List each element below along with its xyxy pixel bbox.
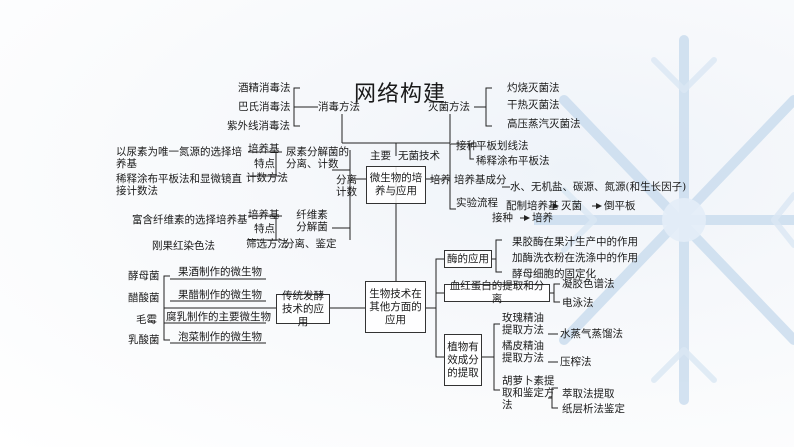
disinfection-item: 紫外线消毒法 xyxy=(227,120,290,132)
organism-label: 酵母菌 xyxy=(128,270,160,282)
urea-bacteria-text: 尿素分解菌的分离、计数 xyxy=(286,146,349,170)
enzyme-item: 酵母细胞的固定化 xyxy=(512,268,596,280)
sep-count-label: 分离计数 xyxy=(336,174,357,198)
spread-method: 稀释涂布平板法 xyxy=(476,155,550,167)
aseptic-tech-label: 无菌技术 xyxy=(398,150,440,162)
plant-extraction-box: 植物有效成分的提取 xyxy=(444,334,482,386)
carotene-label: 胡萝卜素提取和鉴定方法 xyxy=(502,375,555,411)
organism-label: 醋酸菌 xyxy=(128,292,160,304)
enzyme-item: 果胶酶在果汁生产中的作用 xyxy=(512,236,638,248)
medium-label: 培养基 xyxy=(248,143,280,155)
carotene-method: 纸层析法鉴定 xyxy=(562,403,625,415)
streak-method: 平板划线法 xyxy=(476,140,529,152)
orange-oil-label: 橘皮精油提取方法 xyxy=(502,340,544,364)
sep-identify-text: 分离、鉴定 xyxy=(284,238,337,250)
inoculate-label: 接种 xyxy=(456,140,477,152)
rose-oil-method: 水蒸气蒸馏法 xyxy=(560,328,623,340)
carotene-method: 萃取法提取 xyxy=(562,388,615,400)
screen-method-label: 筛选方法 xyxy=(246,238,288,250)
medium-components: 水、无机盐、碳源、氮源(和生长因子) xyxy=(510,181,687,193)
sterilization-item: 干热灭菌法 xyxy=(507,99,560,111)
urea-medium-text: 以尿素为唯一氮源的选择培养基 xyxy=(116,146,242,170)
product-label: 果酒制作的微生物 xyxy=(178,266,262,278)
cellulose-bacteria-text: 纤维素分解菌 xyxy=(296,209,328,233)
flow-step: 配制培养基 xyxy=(506,200,559,212)
congo-red-text: 刚果红染色法 xyxy=(152,240,215,252)
sterilization-label: 灭菌方法 xyxy=(428,101,470,113)
orange-oil-method: 压榨法 xyxy=(560,356,592,368)
page-title: 网络构建 xyxy=(354,82,447,107)
product-label: 泡菜制作的微生物 xyxy=(178,331,262,343)
organism-label: 毛霉 xyxy=(136,314,157,326)
flow-step: 接种 xyxy=(492,212,513,224)
organism-label: 乳酸菌 xyxy=(128,334,160,346)
dilution-count-text: 稀释涂布平板法和显微镜直接计数法 xyxy=(116,173,242,197)
feature-label: 特点 xyxy=(254,158,275,170)
flow-step: 灭菌 xyxy=(561,200,582,212)
cellulose-medium-text: 富含纤维素的选择培养基 xyxy=(132,214,248,226)
rose-oil-label: 玫瑰精油提取方法 xyxy=(502,312,544,336)
feature-label: 特点 xyxy=(254,223,275,235)
disinfection-item: 巴氏消毒法 xyxy=(238,101,291,113)
disinfection-label: 消毒方法 xyxy=(318,101,360,113)
procedure-label: 实验流程 xyxy=(456,197,498,209)
enzyme-item: 加酶洗衣粉在洗涤中的作用 xyxy=(512,252,638,264)
hemoglobin-item: 电泳法 xyxy=(562,297,594,309)
main-label: 主要 xyxy=(370,150,391,162)
product-label: 果醋制作的微生物 xyxy=(178,289,262,301)
flow-step: 培养 xyxy=(532,212,553,224)
fermentation-box: 传统发酵技术的应用 xyxy=(276,290,330,328)
flow-step: 倒平板 xyxy=(604,200,636,212)
culture-label: 培养 xyxy=(430,174,451,186)
product-label: 腐乳制作的主要微生物 xyxy=(166,311,271,323)
medium-label: 培养基 xyxy=(248,209,280,221)
medium-comp-label: 培养基成分 xyxy=(454,174,507,186)
microbe-culture-box: 微生物的培养与应用 xyxy=(366,166,426,204)
center-topic-box: 生物技术在其他方面的应用 xyxy=(365,281,426,333)
sterilization-item: 高压蒸汽灭菌法 xyxy=(507,118,581,130)
count-method-label: 计数方法 xyxy=(246,172,288,184)
snowflake-decoration xyxy=(534,35,794,405)
sterilization-item: 灼烧灭菌法 xyxy=(507,82,560,94)
hemoglobin-item: 凝胶色谱法 xyxy=(562,278,615,290)
disinfection-item: 酒精消毒法 xyxy=(238,82,291,94)
enzyme-box: 酶的应用 xyxy=(444,250,492,268)
